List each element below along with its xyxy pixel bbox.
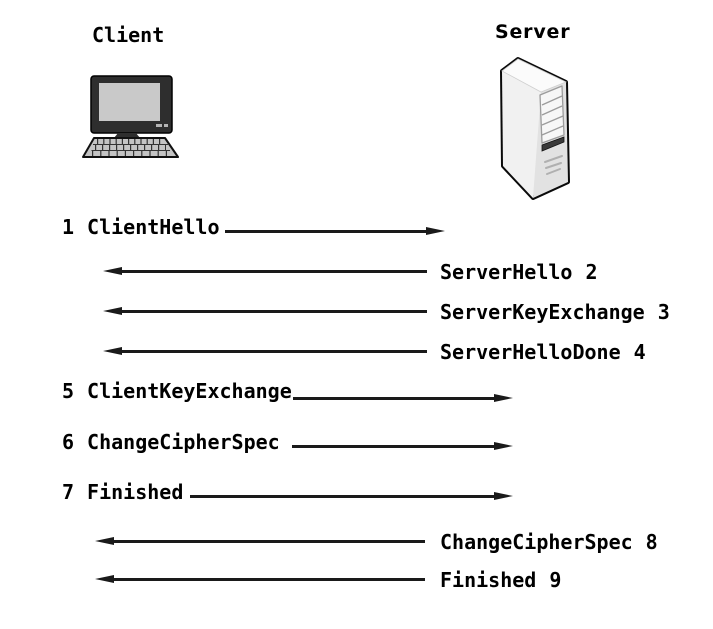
message-seq: 5 [62,379,75,403]
message-label: 1 ClientHello [62,215,220,239]
message-seq: 8 [645,530,658,554]
message-row-8: ChangeCipherSpec 8 [0,530,713,554]
message-seq: 7 [62,480,75,504]
message-seq: 1 [62,215,75,239]
message-row-5: 5 ClientKeyExchange [0,379,713,403]
message-row-3: ServerKeyExchange 3 [0,300,713,324]
message-name: ChangeCipherSpec [440,530,633,554]
message-name: ClientKeyExchange [87,379,292,403]
message-label: 6 ChangeCipherSpec [62,430,280,454]
server-tower-icon [500,57,570,200]
arrow-right-icon [190,492,513,500]
message-row-4: ServerHelloDone 4 [0,340,713,364]
arrow-right-icon [293,394,513,402]
arrow-right-icon [225,227,445,235]
arrow-left-icon [103,347,427,355]
message-row-2: ServerHello 2 [0,260,713,284]
message-name: ServerHelloDone [440,340,621,364]
message-row-6: 6 ChangeCipherSpec [0,430,713,454]
message-label: 5 ClientKeyExchange [62,379,292,403]
message-name: ChangeCipherSpec [87,430,280,454]
arrow-left-icon [95,575,425,583]
message-label: ServerKeyExchange 3 [440,300,670,324]
message-seq: 9 [549,568,562,592]
desktop-computer-icon [82,75,179,158]
message-name: Finished [440,568,537,592]
message-row-9: Finished 9 [0,568,713,592]
message-row-7: 7 Finished [0,480,713,504]
message-seq: 6 [62,430,75,454]
message-label: Finished 9 [440,568,561,592]
message-seq: 2 [585,260,598,284]
arrow-left-icon [103,307,427,315]
message-label: ServerHelloDone 4 [440,340,646,364]
message-name: ServerHello [440,260,573,284]
arrow-left-icon [95,537,425,545]
arrow-left-icon [103,267,427,275]
client-label: Client [92,23,165,47]
message-name: ServerKeyExchange [440,300,645,324]
message-seq: 4 [633,340,646,364]
message-row-1: 1 ClientHello [0,215,713,239]
message-name: ClientHello [87,215,220,239]
server-label: Server [495,21,571,43]
message-name: Finished [87,480,184,504]
arrow-right-icon [292,442,513,450]
message-label: ServerHello 2 [440,260,598,284]
message-label: 7 Finished [62,480,183,504]
message-label: ChangeCipherSpec 8 [440,530,658,554]
message-seq: 3 [657,300,670,324]
